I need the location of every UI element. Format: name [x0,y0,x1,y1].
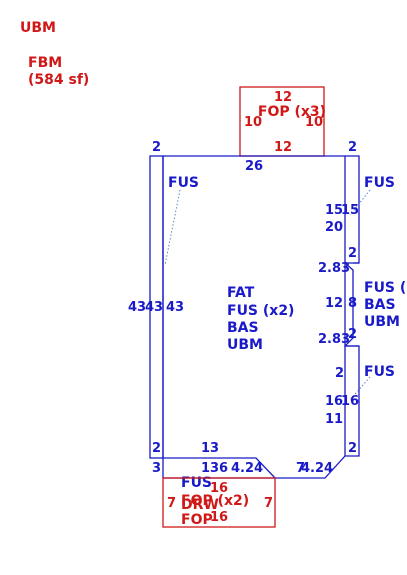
bottom-porch-outline [162,477,276,528]
right-bottom-label: FUS [364,364,395,380]
main-label-2: FUS (x2) [227,303,294,319]
top-porch-dim-bottom: 12 [274,140,292,155]
bottom-diag-left: 4.24 [231,461,263,476]
bottom-porch-dim-top: 16 [210,481,228,496]
left-strip-outline [149,155,164,459]
right-top-label: FUS [364,175,395,191]
right-bottom-dim-a: 16 [325,394,343,409]
right-mid-diag-bottom: 2.83 [318,332,350,347]
main-label-4: UBM [227,337,263,353]
bottom-porch-label-a: FOP (x2) [181,493,249,509]
right-mid-label-1: FUS ( [364,280,406,296]
bottom-dim-13a: 13 [201,441,219,456]
bottom-porch-label-b: DRW [181,497,219,513]
right-mid-small-dim: 2 [348,327,357,342]
bottom-dim-13b: 13 [201,461,219,476]
main-left-mid-dim: 43 [145,300,163,315]
main-left-inner-dim: 43 [166,300,184,315]
right-bottom-fus-leader [349,376,371,401]
main-left-outer-dim: 43 [128,300,146,315]
area-label: FBM [28,55,62,71]
bottom-porch-dim-left: 7 [167,496,176,511]
top-porch-dim-top: 12 [274,90,292,105]
bottom-dim-6: 6 [219,461,228,476]
bottom-porch-dim-bottom: 16 [210,510,228,525]
right-mid-diag-top: 2.83 [318,261,350,276]
right-bottom-top-dim: 2 [335,366,344,381]
main-label-1: FAT [227,285,255,301]
top-porch-label: FOP (x3) [258,104,326,120]
main-label-3: BAS [227,320,259,336]
right-top-dim-c: 20 [325,220,343,235]
right-mid-label-2: BAS [364,297,396,313]
bottom-label: FUS [181,475,212,491]
right-mid-dim-b: 8 [348,296,357,311]
area-value: (584 sf) [28,72,89,88]
right-top-bottom-dim: 2 [348,246,357,261]
left-strip-label: FUS [168,175,199,191]
header-title: UBM [20,20,56,36]
right-mid-bump-outline [344,262,359,347]
bottom-porch-dim-right: 7 [264,496,273,511]
right-bottom-dim-c: 11 [325,412,343,427]
main-top-dim: 26 [245,159,263,174]
top-porch-dim-right: 10 [305,115,323,130]
right-mid-label-3: UBM [364,314,400,330]
main-building-outline [162,155,354,479]
left-strip-bottom-dim: 2 [152,441,161,456]
left-strip-top-dim: 2 [152,140,161,155]
right-top-dim-a: 15 [325,203,343,218]
bottom-porch-label-c: FOP [181,512,213,528]
left-strip-bottom-side-dim: 3 [152,461,161,476]
right-bottom-dim-b: 16 [341,394,359,409]
right-bottom-bottom-dim: 2 [348,441,357,456]
right-top-top-dim: 2 [348,140,357,155]
bottom-diag-right: 4.24 [301,461,333,476]
left-fus-leader [164,189,181,266]
bottom-dim-7: 7 [296,461,305,476]
top-porch-dim-left: 10 [244,115,262,130]
right-top-dim-b: 15 [341,203,359,218]
right-mid-dim-a: 12 [325,296,343,311]
